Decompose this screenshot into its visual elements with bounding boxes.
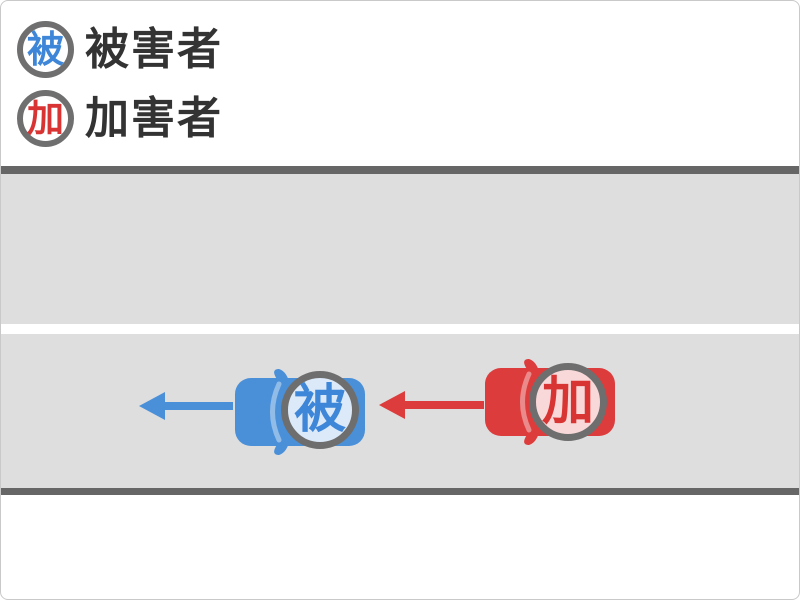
victim-badge-icon: 被 <box>17 21 74 78</box>
victim-label: 被害者 <box>85 23 223 75</box>
victim-arrow-shaft <box>163 402 233 410</box>
victim-car-badge: 被 <box>281 371 359 449</box>
road-edge-top <box>1 166 799 174</box>
offender-label: 加害者 <box>85 92 223 144</box>
victim-car-badge-char: 被 <box>293 380 346 440</box>
offender-badge-icon: 加 <box>17 90 74 147</box>
road <box>1 166 799 495</box>
lane-divider-line <box>1 324 799 334</box>
road-edge-bottom <box>1 488 799 495</box>
offender-car-badge: 加 <box>529 363 607 441</box>
offender-arrow-shaft <box>403 401 484 409</box>
lane-upper <box>1 174 799 324</box>
victim-direction-arrow-icon <box>139 392 233 420</box>
offender-direction-arrow-icon <box>379 391 484 419</box>
offender-arrow-head <box>379 391 405 419</box>
offender-badge-char: 加 <box>27 97 64 140</box>
offender-car-badge-char: 加 <box>541 372 594 432</box>
victim-arrow-head <box>139 392 165 420</box>
victim-badge-char: 被 <box>27 28 64 71</box>
legend: 被 被害者 加 加害者 <box>17 21 223 147</box>
legend-row-offender: 加 加害者 <box>17 90 223 147</box>
legend-row-victim: 被 被害者 <box>17 21 223 78</box>
